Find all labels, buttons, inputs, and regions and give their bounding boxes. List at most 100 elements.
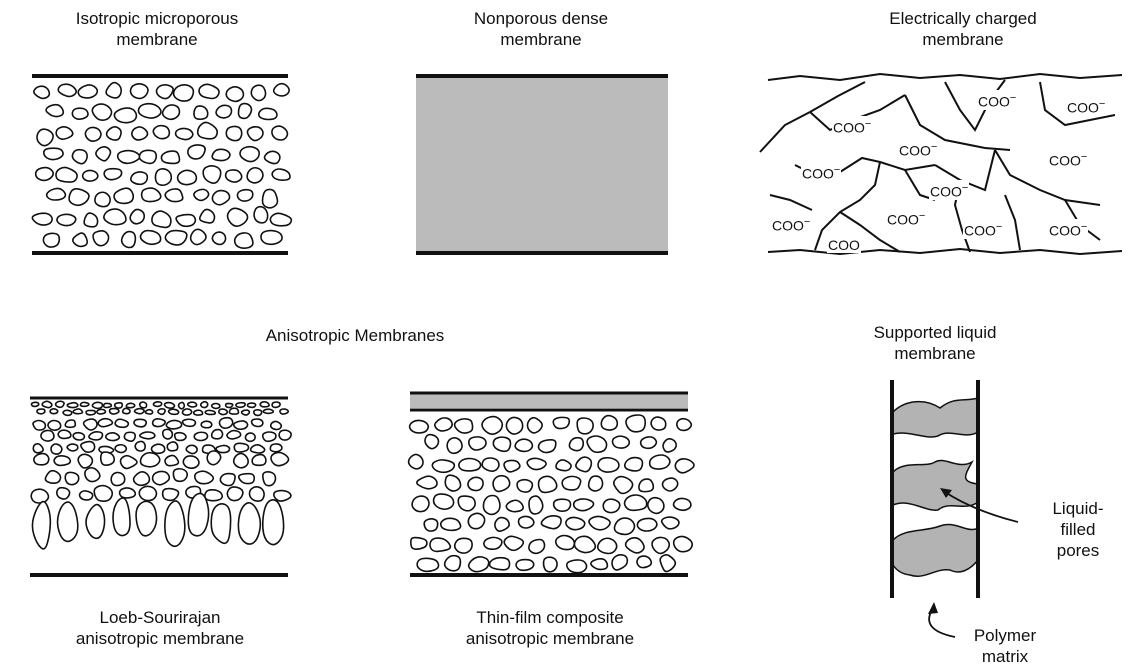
pore (435, 418, 452, 431)
pore (240, 147, 259, 162)
pore (169, 409, 179, 414)
pore (165, 189, 183, 202)
pore (34, 454, 49, 465)
pore (541, 516, 561, 529)
pore (270, 444, 282, 452)
charged-top-boundary (768, 74, 1122, 80)
pore (409, 454, 423, 468)
pore (598, 538, 617, 553)
pore (136, 501, 156, 535)
pore (120, 488, 136, 498)
pore (251, 445, 265, 453)
pore (73, 233, 88, 246)
pore (89, 432, 103, 440)
pore (239, 474, 255, 484)
pore (234, 443, 248, 452)
loeb-sourirajan-membrane (30, 398, 291, 575)
pore (134, 419, 146, 427)
isotropic-pores (32, 83, 291, 249)
pore (263, 409, 273, 413)
pore (265, 151, 280, 163)
pore (93, 231, 109, 246)
pore (577, 418, 593, 434)
pore (80, 491, 93, 500)
pore (410, 420, 429, 432)
pore (212, 149, 230, 160)
pore (468, 477, 483, 490)
pore (235, 233, 253, 248)
pore (194, 189, 209, 200)
pore (104, 169, 121, 180)
pore (250, 487, 265, 501)
pore (455, 538, 472, 553)
pore (625, 495, 647, 510)
pore (139, 150, 156, 163)
pore (37, 129, 53, 145)
pore (142, 188, 161, 201)
pore (417, 558, 438, 571)
thin-film-membrane (409, 393, 694, 575)
pore (151, 444, 164, 453)
pore (32, 502, 50, 549)
pore (36, 168, 54, 181)
pore (236, 403, 245, 408)
pore (195, 471, 214, 484)
pore (131, 84, 148, 99)
pore (226, 170, 242, 182)
pore (490, 558, 510, 570)
pore (517, 480, 532, 492)
pore (203, 166, 221, 183)
pore (612, 555, 627, 570)
pore (504, 460, 520, 471)
pore (411, 538, 427, 550)
pore (261, 231, 282, 245)
pore (63, 410, 72, 415)
pore (153, 126, 169, 139)
pore (574, 536, 595, 552)
pore (73, 409, 82, 414)
pore (637, 556, 651, 568)
pore (556, 460, 571, 471)
pore (174, 85, 194, 101)
pore (194, 106, 208, 119)
anisotropic-heading: Anisotropic Membranes (180, 325, 530, 346)
dense-layer (416, 76, 668, 253)
pore (67, 444, 78, 451)
coo-label: COO− (832, 116, 872, 136)
pore (47, 188, 66, 200)
pore (31, 489, 48, 503)
loeb-pores (31, 401, 291, 549)
pore (211, 504, 230, 543)
pore (182, 409, 191, 415)
pore (78, 454, 92, 468)
pore (158, 409, 165, 415)
pore (140, 231, 160, 245)
pore (65, 420, 75, 427)
pore (263, 189, 278, 207)
pore (663, 439, 676, 452)
pore (625, 458, 643, 471)
pore (165, 455, 179, 465)
pore (153, 471, 170, 484)
pore (216, 105, 231, 118)
pore (96, 147, 111, 161)
coo-label: COO− (929, 180, 969, 200)
pore (131, 172, 148, 184)
coo-label: COO− (886, 208, 926, 228)
pore (529, 539, 545, 553)
pore (614, 477, 633, 494)
pore (85, 468, 100, 482)
pore (226, 87, 243, 102)
pore (165, 403, 175, 409)
pore (432, 460, 454, 472)
pore (412, 496, 429, 512)
pore (115, 403, 123, 408)
pore (650, 455, 670, 469)
pore (252, 419, 263, 427)
pore (176, 128, 193, 139)
pore (506, 417, 522, 434)
pore (539, 440, 556, 453)
pore (529, 496, 543, 514)
pore (227, 431, 241, 439)
pore (132, 127, 148, 140)
